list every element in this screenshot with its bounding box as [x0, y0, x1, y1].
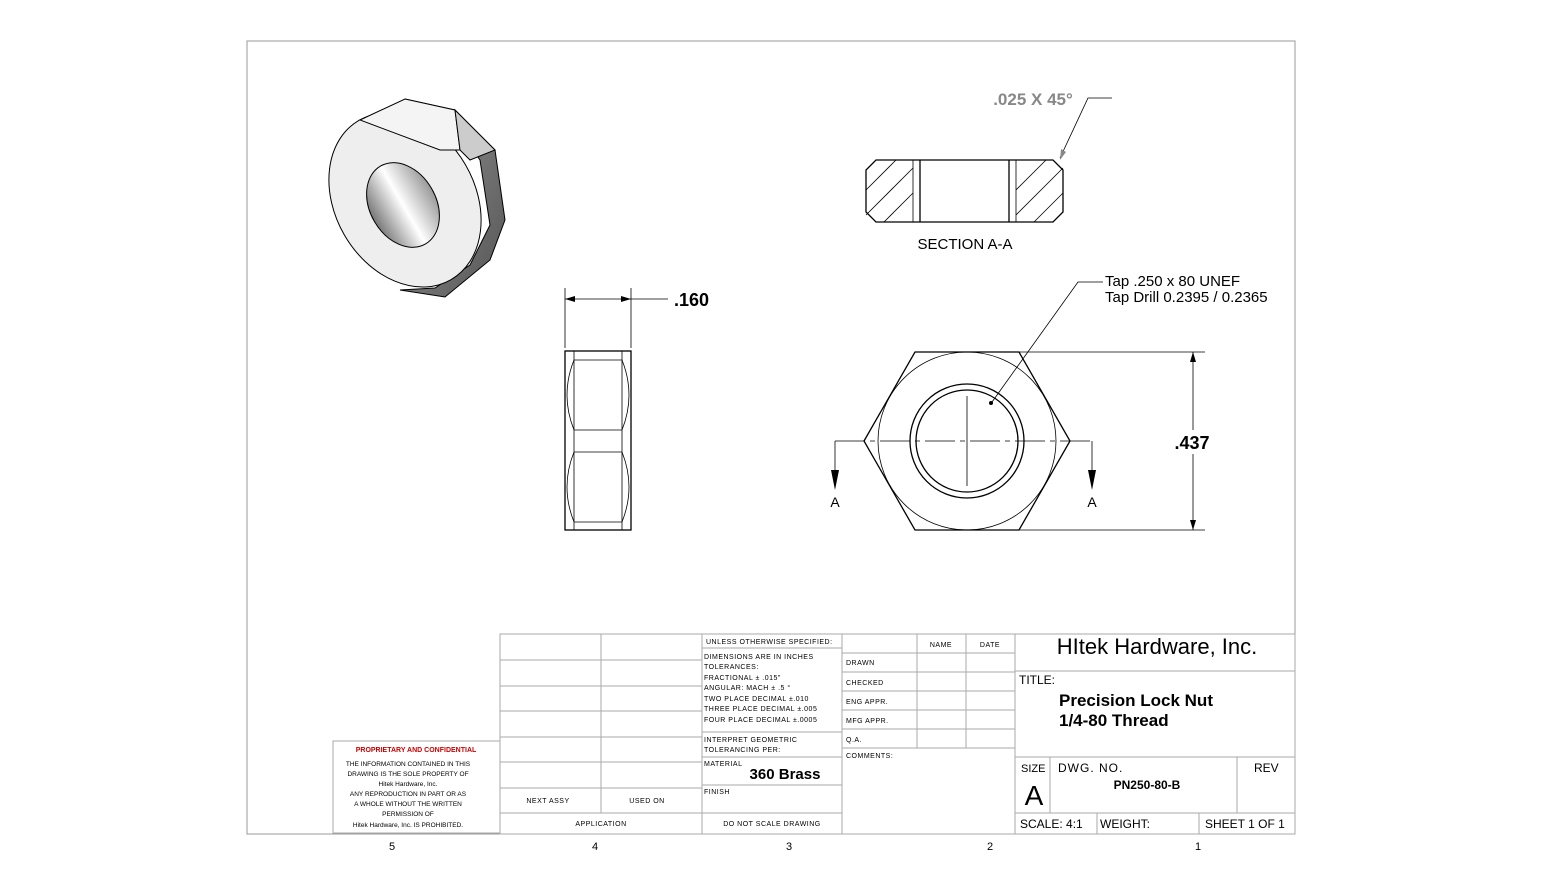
application-label: APPLICATION [575, 821, 626, 828]
thickness-dimension: .160 [674, 290, 709, 310]
material-label: MATERIAL [704, 761, 743, 768]
weight-label: WEIGHT: [1100, 817, 1150, 831]
used-on-label: USED ON [629, 798, 664, 805]
approval-qa: Q.A. [846, 737, 862, 744]
proprietary-line: THE INFORMATION CONTAINED IN THIS [346, 761, 471, 768]
tolerance-line: TOLERANCES: [704, 664, 759, 671]
tolerance-line: DIMENSIONS ARE IN INCHES [704, 654, 814, 661]
approval-eng: ENG APPR. [846, 699, 888, 706]
proprietary-line: Hitek Hardware, Inc. IS PROHIBITED. [353, 822, 463, 829]
tolerance-line: TWO PLACE DECIMAL ±.010 [704, 696, 809, 703]
side-view: .160 [564, 288, 709, 531]
approval-checked: CHECKED [846, 680, 884, 687]
company-name: HItek Hardware, Inc. [1057, 634, 1258, 659]
proprietary-line: DRAWING IS THE SOLE PROPERTY OF [347, 771, 468, 778]
chamfer-note: .025 X 45° [993, 90, 1073, 109]
unless-specified: UNLESS OTHERWISE SPECIFIED: [706, 639, 833, 646]
proprietary-line: Hitek Hardware, Inc. [379, 781, 438, 788]
zone-labels: 5 4 3 2 1 [389, 841, 1201, 853]
size-label: SIZE [1021, 763, 1045, 775]
dwg-no-value: PN250-80-B [1114, 778, 1181, 792]
drawing-title-2: 1/4-80 Thread [1059, 711, 1169, 730]
proprietary-heading: PROPRIETARY AND CONFIDENTIAL [356, 747, 477, 754]
rev-label: REV [1254, 761, 1279, 775]
section-view: SECTION A-A .025 X 45° [865, 90, 1112, 253]
title-block: PROPRIETARY AND CONFIDENTIAL THE INFORMA… [332, 633, 1296, 835]
drawing-title-1: Precision Lock Nut [1059, 691, 1213, 710]
proprietary-line: ANY REPRODUCTION IN PART OR AS [350, 791, 467, 798]
interpret-line: INTERPRET GEOMETRIC [704, 737, 797, 744]
front-view: A A .437 Tap .250 x 80 UNEF Tap Drill 0.… [830, 273, 1268, 531]
size-value: A [1025, 780, 1044, 811]
name-header: NAME [930, 642, 952, 649]
tolerance-line: ANGULAR: MACH ± .5 ° [704, 684, 791, 692]
interpret-line: TOLERANCING PER: [704, 747, 781, 754]
proprietary-line: PERMISSION OF [382, 811, 434, 818]
section-marker-right: A [1087, 494, 1097, 510]
section-label: SECTION A-A [917, 236, 1012, 253]
do-not-scale: DO NOT SCALE DRAWING [723, 821, 821, 828]
next-assy-label: NEXT ASSY [526, 798, 569, 805]
sheet-label: SHEET 1 OF 1 [1205, 817, 1285, 831]
approval-mfg: MFG APPR. [846, 718, 889, 725]
proprietary-line: A WHOLE WITHOUT THE WRITTEN [354, 801, 462, 808]
scale-label: SCALE: 4:1 [1020, 817, 1083, 831]
title-label: TITLE: [1019, 673, 1055, 687]
material-value: 360 Brass [750, 766, 821, 783]
section-marker-left: A [830, 494, 840, 510]
dwg-no-label: DWG. NO. [1058, 761, 1123, 775]
zone-3: 3 [786, 841, 792, 853]
zone-1: 1 [1195, 841, 1201, 853]
tolerance-line: FRACTIONAL ± .015" [704, 675, 781, 682]
comments-label: COMMENTS: [846, 753, 893, 760]
zone-4: 4 [592, 841, 598, 853]
tolerance-line: FOUR PLACE DECIMAL ±.0005 [704, 717, 817, 724]
tap-note-2: Tap Drill 0.2395 / 0.2365 [1105, 289, 1268, 306]
tap-note-1: Tap .250 x 80 UNEF [1105, 273, 1240, 290]
zone-5: 5 [389, 841, 395, 853]
date-header: DATE [980, 642, 1000, 649]
approval-drawn: DRAWN [846, 660, 875, 667]
height-dimension: .437 [1174, 433, 1209, 453]
finish-label: FINISH [704, 789, 730, 796]
zone-2: 2 [987, 841, 993, 853]
isometric-view [328, 98, 506, 298]
tolerance-line: THREE PLACE DECIMAL ±.005 [704, 706, 817, 713]
